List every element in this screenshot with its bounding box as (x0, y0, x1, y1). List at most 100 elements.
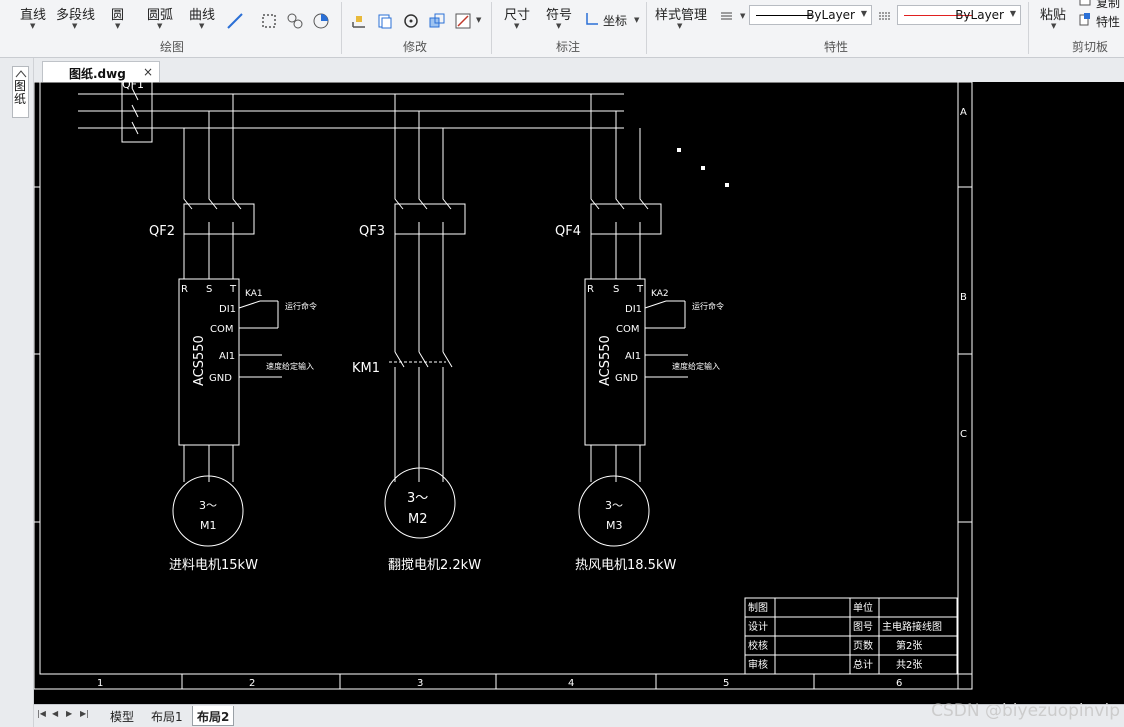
qf3-label: QF3 (359, 224, 385, 239)
first-tab-icon[interactable]: |◀ (37, 709, 46, 718)
curve-dropdown-icon[interactable]: ▼ (199, 22, 205, 30)
last-tab-icon[interactable]: ▶| (80, 709, 89, 718)
arc-dropdown-icon[interactable]: ▼ (157, 22, 163, 30)
vfd2-terminal-ai1: AI1 (625, 351, 641, 362)
col-label-2: 2 (249, 678, 255, 689)
vfd2-terminal-t: T (636, 284, 644, 295)
tab-layout2[interactable]: 布局2 (192, 706, 235, 726)
circle-dropdown-icon[interactable]: ▼ (115, 22, 121, 30)
modify-group-label: 修改 (403, 40, 428, 54)
move-icon[interactable] (350, 12, 368, 30)
sheet-border-inner (39, 81, 959, 675)
tb-made: 制图 (748, 601, 768, 614)
coord-icon (586, 13, 598, 25)
copy-object-icon[interactable] (376, 12, 394, 30)
vfd2-terminal-di1: DI1 (625, 304, 642, 315)
snap-points (677, 148, 729, 187)
style-manager-button[interactable]: 样式管理 (655, 8, 708, 23)
vfd2-relay-label: KA2 (651, 289, 669, 299)
row-label-a: A (960, 107, 967, 118)
layer-combo-2[interactable]: ByLayer ▼ (897, 5, 1021, 25)
row-label-b: B (960, 292, 967, 303)
qf3-breaker (394, 192, 466, 352)
chevron-down-icon[interactable]: ▼ (1009, 9, 1016, 18)
symbol-button[interactable]: 符号 (546, 8, 573, 23)
prev-tab-icon[interactable]: ◀ (52, 709, 59, 718)
vfd-2 (578, 278, 688, 547)
separator (491, 2, 492, 54)
vfd2-speed-input: 速度给定输入 (672, 361, 720, 371)
vfd2-terminal-r: R (587, 284, 594, 295)
layout-tab-bar: |◀ ◀ ▶ ▶| 模型 布局1 布局2 (34, 704, 1124, 727)
vfd1-run-cmd: 运行命令 (285, 301, 317, 311)
left-tool-strip: 图纸 (0, 58, 34, 727)
next-tab-icon[interactable]: ▶ (66, 709, 73, 718)
document-tab[interactable]: 图纸.dwg × (42, 61, 160, 82)
scale-icon[interactable] (428, 12, 446, 30)
col-label-5: 5 (723, 678, 729, 689)
layer-line-black (756, 15, 812, 16)
separator (341, 2, 342, 54)
tb-total: 总计 (853, 658, 873, 671)
draw-group-label: 绘图 (160, 40, 185, 54)
tb-design: 设计 (748, 620, 768, 633)
region-icon[interactable] (286, 12, 304, 30)
symbol-dropdown-icon[interactable]: ▼ (556, 22, 562, 30)
tab-model[interactable]: 模型 (110, 710, 135, 724)
qf1-breaker-box (121, 81, 153, 143)
modify-more-icon[interactable]: ▼ (476, 16, 482, 24)
linetype-icon[interactable] (878, 10, 892, 22)
line-button[interactable]: 直线 (20, 8, 47, 23)
coord-button[interactable]: 坐标 (603, 14, 628, 28)
line-dropdown-icon[interactable]: ▼ (30, 22, 36, 30)
motor-m2-caption: 翻搅电机2.2kW (388, 557, 481, 573)
coord-dropdown-icon[interactable]: ▼ (634, 16, 640, 24)
motor-m3-circle (578, 475, 650, 547)
qf2-breaker (183, 192, 255, 279)
vfd2-terminal-com: COM (616, 324, 639, 335)
copy-button[interactable]: 复制 (1096, 0, 1121, 10)
motor-m1-circle (172, 475, 244, 547)
curve-button[interactable]: 曲线 (189, 8, 216, 23)
dimension-button[interactable]: 尺寸 (504, 8, 531, 23)
style-manager-dropdown-icon[interactable]: ▼ (677, 22, 683, 30)
vfd2-terminal-gnd: GND (615, 373, 638, 384)
polyline-dropdown-icon[interactable]: ▼ (72, 22, 78, 30)
title-block (744, 597, 958, 675)
tab-layout1[interactable]: 布局1 (151, 710, 183, 724)
layer-combo-1[interactable]: ByLayer ▼ (749, 5, 872, 25)
motor-m3-phase: 3～ (605, 499, 623, 512)
drawing-panel-tab[interactable]: 图纸 (12, 66, 29, 118)
match-properties-icon (1079, 13, 1090, 26)
circle-button[interactable]: 圆 (111, 8, 125, 23)
layer-combo-1-value: ByLayer (806, 8, 855, 22)
tb-review: 审核 (748, 658, 768, 671)
dimension-dropdown-icon[interactable]: ▼ (514, 22, 520, 30)
tb-total-value: 共2张 (896, 659, 922, 671)
boundary-icon[interactable] (312, 12, 330, 30)
layer-line-red (904, 15, 972, 16)
annotate-group-label: 标注 (556, 40, 581, 54)
copy-icon (1079, 0, 1091, 6)
arc-button[interactable]: 圆弧 (147, 8, 174, 23)
qf1-label: QF1 (122, 82, 144, 91)
chevron-down-icon[interactable]: ▼ (860, 9, 867, 18)
tb-drawing-no: 图号 (853, 621, 873, 633)
separator (1028, 2, 1029, 54)
document-tab-title: 图纸.dwg (69, 67, 126, 81)
rotate-icon[interactable] (402, 12, 420, 30)
col-label-1: 1 (97, 678, 103, 689)
paste-dropdown-icon[interactable]: ▼ (1051, 22, 1057, 30)
line-tool-icon[interactable] (226, 12, 244, 30)
polyline-button[interactable]: 多段线 (56, 8, 96, 23)
lineweight-icon[interactable] (720, 10, 734, 22)
row-label-c: C (960, 429, 967, 440)
electrical-schematic: QF1 QF2 QF3 QF4 KM1 R S T DI1 COM AI1 GN… (33, 78, 973, 690)
hatch-icon[interactable] (260, 12, 278, 30)
drawing-canvas[interactable]: QF1 QF2 QF3 QF4 KM1 R S T DI1 COM AI1 GN… (33, 78, 1124, 704)
paste-button[interactable]: 粘贴 (1040, 8, 1067, 23)
lineweight-dropdown-icon[interactable]: ▼ (740, 12, 746, 20)
match-properties-button[interactable]: 特性 (1096, 15, 1121, 29)
close-icon[interactable]: × (142, 65, 153, 79)
stretch-icon[interactable] (454, 12, 472, 30)
